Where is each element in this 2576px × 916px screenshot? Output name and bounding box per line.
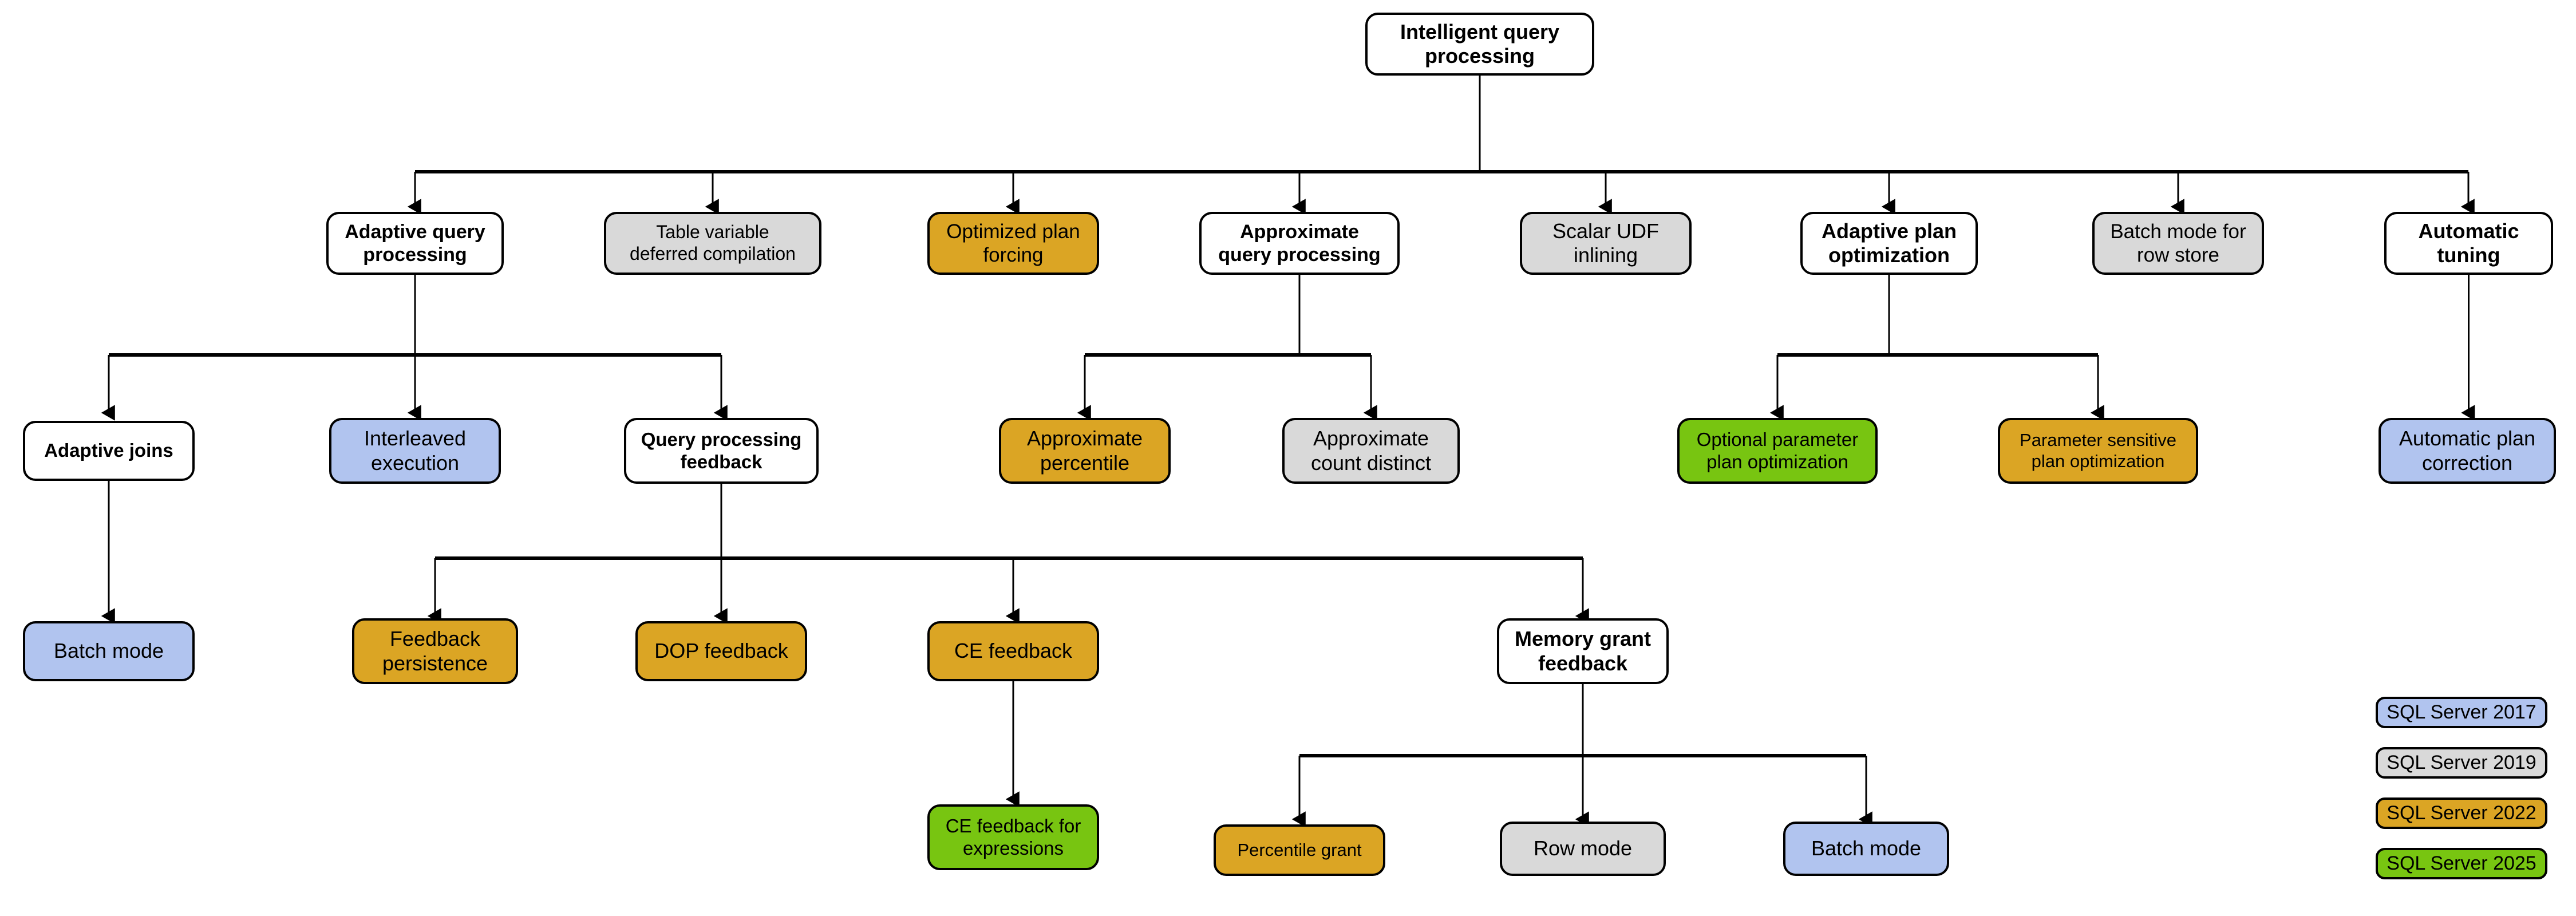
node-label: Approximate count distinct (1310, 427, 1432, 475)
node-automatic-plan-correction[interactable]: Automatic plan correction (2379, 418, 2556, 484)
node-label: Adaptive query processing (345, 220, 485, 266)
node-interleaved-execution[interactable]: Interleaved execution (329, 418, 501, 484)
node-memory-grant-feedback[interactable]: Memory grant feedback (1497, 618, 1669, 684)
node-label: DOP feedback (654, 639, 788, 663)
node-adaptive-query-processing[interactable]: Adaptive query processing (326, 212, 504, 275)
node-automatic-tuning[interactable]: Automatic tuning (2384, 212, 2553, 275)
node-dop-feedback[interactable]: DOP feedback (635, 621, 807, 681)
node-root[interactable]: Intelligent query processing (1365, 13, 1594, 76)
legend-sql-server-2019: SQL Server 2019 (2376, 747, 2547, 779)
node-feedback-persistence[interactable]: Feedback persistence (352, 618, 518, 684)
node-label: Feedback persistence (382, 627, 488, 675)
legend-sql-server-2017: SQL Server 2017 (2376, 697, 2547, 728)
legend-sql-server-2025: SQL Server 2025 (2376, 848, 2547, 879)
node-batch-mode-for-row-store[interactable]: Batch mode for row store (2092, 212, 2264, 275)
node-label: Interleaved execution (364, 427, 467, 475)
node-label: Adaptive plan optimization (1821, 219, 1957, 267)
node-label: Parameter sensitive plan optimization (2020, 429, 2176, 471)
legend-sql-server-2022: SQL Server 2022 (2376, 797, 2547, 829)
node-approximate-percentile[interactable]: Approximate percentile (999, 418, 1171, 484)
node-table-variable-deferred-compilation[interactable]: Table variable deferred compilation (604, 212, 821, 275)
node-label: Approximate query processing (1218, 220, 1381, 266)
legend-item-label: SQL Server 2019 (2387, 752, 2537, 773)
node-ce-feedback[interactable]: CE feedback (927, 621, 1099, 681)
node-label: Table variable deferred compilation (630, 222, 796, 264)
node-percentile-grant[interactable]: Percentile grant (1214, 824, 1385, 876)
node-label: Batch mode (1811, 836, 1922, 860)
node-label: Row mode (1533, 836, 1633, 860)
node-label: Batch mode for row store (2110, 220, 2246, 266)
node-parameter-sensitive-plan-optimization[interactable]: Parameter sensitive plan optimization (1998, 418, 2198, 484)
node-approximate-query-processing[interactable]: Approximate query processing (1199, 212, 1400, 275)
node-batch-mode-memory-grant[interactable]: Batch mode (1783, 822, 1949, 876)
node-scalar-udf-inlining[interactable]: Scalar UDF inlining (1520, 212, 1692, 275)
node-label: Batch mode (53, 639, 164, 663)
node-label: Scalar UDF inlining (1552, 219, 1660, 267)
node-adaptive-joins[interactable]: Adaptive joins (23, 421, 195, 481)
node-label: Automatic tuning (2418, 219, 2519, 267)
node-optional-parameter-plan-optimization[interactable]: Optional parameter plan optimization (1677, 418, 1878, 484)
legend-item-label: SQL Server 2022 (2387, 802, 2537, 824)
node-label: Percentile grant (1237, 839, 1362, 860)
node-label: Automatic plan correction (2399, 427, 2536, 475)
node-label: Approximate percentile (1026, 427, 1143, 475)
node-label: CE feedback for expressions (945, 815, 1081, 859)
node-label: CE feedback (954, 639, 1073, 663)
node-label: Query processing feedback (641, 428, 802, 472)
node-query-processing-feedback[interactable]: Query processing feedback (624, 418, 819, 484)
node-adaptive-plan-optimization[interactable]: Adaptive plan optimization (1800, 212, 1978, 275)
node-label: Optional parameter plan optimization (1696, 428, 1859, 472)
node-ce-feedback-for-expressions[interactable]: CE feedback for expressions (927, 804, 1099, 870)
node-label: Adaptive joins (44, 440, 173, 461)
node-batch-mode-adaptive-joins[interactable]: Batch mode (23, 621, 195, 681)
legend-item-label: SQL Server 2017 (2387, 701, 2537, 723)
node-row-mode[interactable]: Row mode (1500, 822, 1666, 876)
node-label: Intelligent query processing (1400, 19, 1560, 68)
node-approximate-count-distinct[interactable]: Approximate count distinct (1282, 418, 1460, 484)
legend-item-label: SQL Server 2025 (2387, 852, 2537, 874)
node-label: Memory grant feedback (1514, 627, 1652, 675)
node-optimized-plan-forcing[interactable]: Optimized plan forcing (927, 212, 1099, 275)
node-label: Optimized plan forcing (946, 220, 1080, 266)
